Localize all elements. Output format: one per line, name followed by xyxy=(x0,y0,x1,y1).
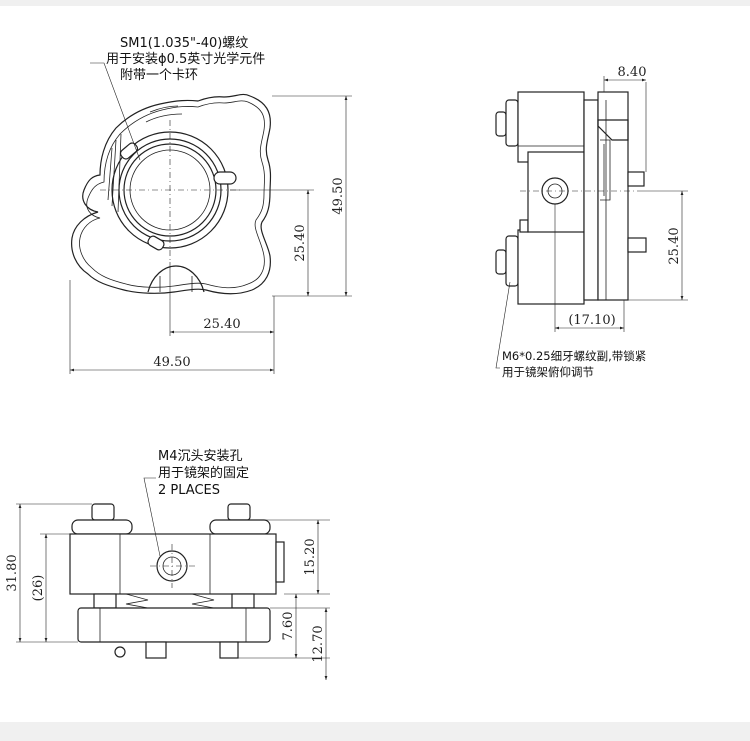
dim-front-height: 49.50 xyxy=(331,177,346,214)
bottom-callout-line-2: 用于镜架的固定 xyxy=(158,465,249,481)
bottom-callout-leader xyxy=(143,477,161,557)
front-ring-tab-right xyxy=(213,171,237,185)
bottom-callout-line-1: M4沉头安装孔 xyxy=(158,449,243,464)
bottom-callout: M4沉头安装孔 用于镜架的固定 2 PLACES xyxy=(158,449,249,498)
bottom-screw-right-cap xyxy=(227,503,251,521)
side-callout-line-1: M6*0.25细牙螺纹副,带锁紧 xyxy=(502,349,646,363)
side-callout-line-2: 用于镜架俯仰调节 xyxy=(502,365,594,379)
front-body-inner-outline xyxy=(79,100,265,289)
bottom-view xyxy=(16,477,330,680)
bottom-band xyxy=(0,722,750,741)
side-view xyxy=(495,76,688,369)
dim-bottom-upper: 15.20 xyxy=(303,538,318,575)
front-mount-ring xyxy=(111,131,229,249)
side-lower-block xyxy=(517,229,585,305)
bottom-callout-line-3: 2 PLACES xyxy=(158,483,220,498)
bottom-spring-post-left xyxy=(93,593,117,609)
bottom-foot-center xyxy=(145,641,167,659)
dim-front-width: 49.50 xyxy=(153,355,190,370)
bottom-hole-outer xyxy=(156,550,188,582)
side-tab-bottom xyxy=(627,237,647,253)
side-thread-section xyxy=(600,139,611,201)
side-gap-plate xyxy=(583,99,599,301)
front-callout-line-1: SM1(1.035"-40)螺纹 xyxy=(120,36,248,51)
side-center-block xyxy=(527,151,585,233)
bottom-screw-right-nut xyxy=(209,519,271,535)
bottom-main-block xyxy=(69,533,277,595)
bottom-base-plate xyxy=(77,607,271,643)
side-front-plate xyxy=(597,91,629,301)
side-screw-top-tip xyxy=(495,111,507,137)
side-screw-bottom-tip xyxy=(495,249,507,275)
front-notch-lines xyxy=(159,276,193,292)
front-bottom-notch xyxy=(147,265,205,293)
bottom-screw-left-cap xyxy=(91,503,115,521)
side-tab-top xyxy=(627,171,645,187)
bottom-right-tab xyxy=(275,541,285,583)
front-view xyxy=(69,62,352,374)
dim-side-ref-width: (17.10) xyxy=(568,313,615,328)
side-callout: M6*0.25细牙螺纹副,带锁紧 用于镜架俯仰调节 xyxy=(502,349,646,379)
bottom-foot-right xyxy=(219,641,239,659)
front-top-ridges xyxy=(145,105,183,123)
dim-bottom-total-height: 31.80 xyxy=(5,554,20,591)
side-lower-tab xyxy=(519,219,529,233)
front-callout-leader xyxy=(90,62,141,161)
front-ring-tab-bottom xyxy=(147,235,165,251)
dim-bottom-lower: 12.70 xyxy=(311,625,326,662)
bottom-screw-left-nut xyxy=(71,519,133,535)
bottom-small-screw xyxy=(114,646,126,658)
top-band xyxy=(0,0,750,6)
dim-bottom-mid: 7.60 xyxy=(281,612,296,641)
front-body-outline xyxy=(71,93,272,295)
bottom-spring-post-right xyxy=(231,593,255,609)
dim-front-center-width: 25.40 xyxy=(203,317,240,332)
dim-front-center-height: 25.40 xyxy=(293,224,308,261)
dim-side-offset: 8.40 xyxy=(618,65,647,80)
front-callout-line-3: 附带一个卡环 xyxy=(120,68,198,83)
side-ring-section xyxy=(597,119,629,141)
front-callout: SM1(1.035"-40)螺纹 用于安装ϕ0.5英寸光学元件 附带一个卡环 xyxy=(106,36,265,83)
dim-bottom-ref-height: (26) xyxy=(31,575,46,602)
front-ring-tab-left xyxy=(119,142,139,160)
side-screw-top-knob xyxy=(505,99,519,147)
dim-side-center-height: 25.40 xyxy=(667,227,682,264)
side-screw-bottom-knob xyxy=(505,235,519,287)
front-callout-line-2: 用于安装ϕ0.5英寸光学元件 xyxy=(106,51,265,67)
side-callout-leader xyxy=(495,281,511,369)
front-optic-outer xyxy=(123,143,217,237)
